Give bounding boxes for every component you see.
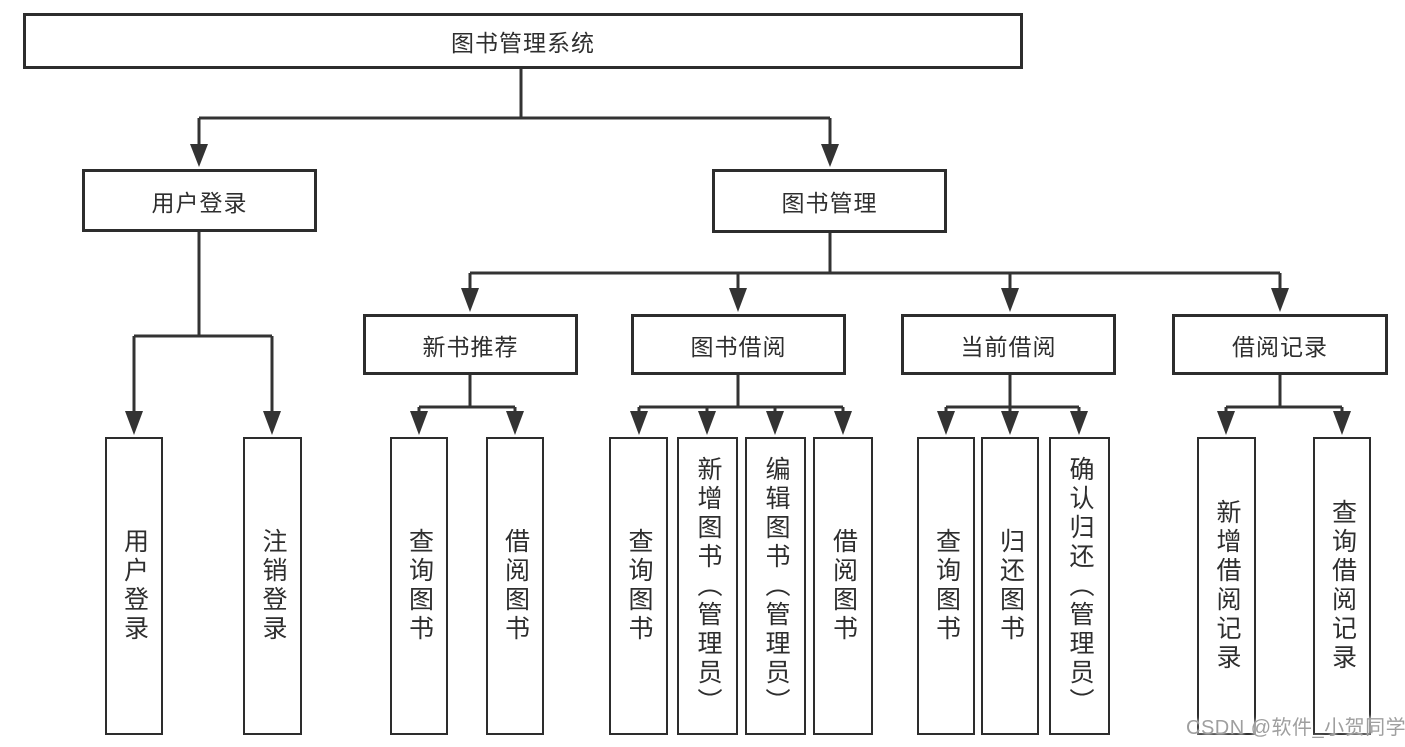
leaf-query-books-recommend-label: 查询图书 (405, 528, 434, 644)
leaf-add-books-admin-label: 新增图书（管理员） (694, 455, 722, 717)
leaf-confirm-return-admin-label: 确认归还（管理员） (1066, 455, 1094, 717)
csdn-watermark: CSDN @软件_小贺同学 (1186, 717, 1405, 739)
node-borrow-records-label: 借阅记录 (1232, 333, 1328, 360)
node-book-management: 图书管理 (712, 169, 947, 233)
leaf-query-books-borrow: 查询图书 (609, 437, 668, 735)
node-root-label: 图书管理系统 (451, 30, 595, 56)
leaf-edit-books-admin-label: 编辑图书（管理员） (762, 455, 790, 717)
node-user-login-label: 用户登录 (151, 189, 248, 216)
leaf-return-books: 归还图书 (981, 437, 1039, 735)
leaf-borrow-books: 借阅图书 (813, 437, 873, 735)
node-book-management-label: 图书管理 (781, 190, 878, 216)
node-root: 图书管理系统 (23, 13, 1023, 69)
node-book-borrow-label: 图书借阅 (690, 333, 787, 360)
leaf-borrow-books-recommend-label: 借阅图书 (501, 528, 530, 644)
leaf-edit-books-admin: 编辑图书（管理员） (745, 437, 806, 735)
leaf-query-borrow-record: 查询借阅记录 (1313, 437, 1371, 735)
node-current-borrow-label: 当前借阅 (960, 333, 1057, 360)
leaf-query-books-recommend: 查询图书 (390, 437, 448, 735)
node-current-borrow: 当前借阅 (901, 314, 1116, 375)
node-book-borrow: 图书借阅 (631, 314, 846, 375)
leaf-confirm-return-admin: 确认归还（管理员） (1049, 437, 1110, 735)
node-new-book-recommend-label: 新书推荐 (422, 333, 519, 360)
leaf-query-borrow-record-label: 查询借阅记录 (1328, 499, 1357, 673)
leaf-logout-login: 注销登录 (243, 437, 302, 735)
leaf-user-login: 用户登录 (105, 437, 163, 735)
leaf-add-books-admin: 新增图书（管理员） (677, 437, 738, 735)
node-borrow-records: 借阅记录 (1172, 314, 1388, 375)
leaf-borrow-books-recommend: 借阅图书 (486, 437, 544, 735)
node-new-book-recommend: 新书推荐 (363, 314, 578, 375)
leaf-query-books-current: 查询图书 (917, 437, 975, 735)
node-user-login: 用户登录 (82, 169, 317, 232)
leaf-add-borrow-record: 新增借阅记录 (1197, 437, 1256, 735)
leaf-return-books-label: 归还图书 (996, 528, 1025, 644)
leaf-user-login-label: 用户登录 (120, 528, 149, 644)
leaf-borrow-books-label: 借阅图书 (829, 528, 858, 644)
leaf-query-books-current-label: 查询图书 (932, 528, 961, 644)
leaf-query-books-borrow-label: 查询图书 (625, 528, 653, 644)
leaf-add-borrow-record-label: 新增借阅记录 (1213, 499, 1241, 673)
leaf-logout-login-label: 注销登录 (259, 528, 287, 644)
